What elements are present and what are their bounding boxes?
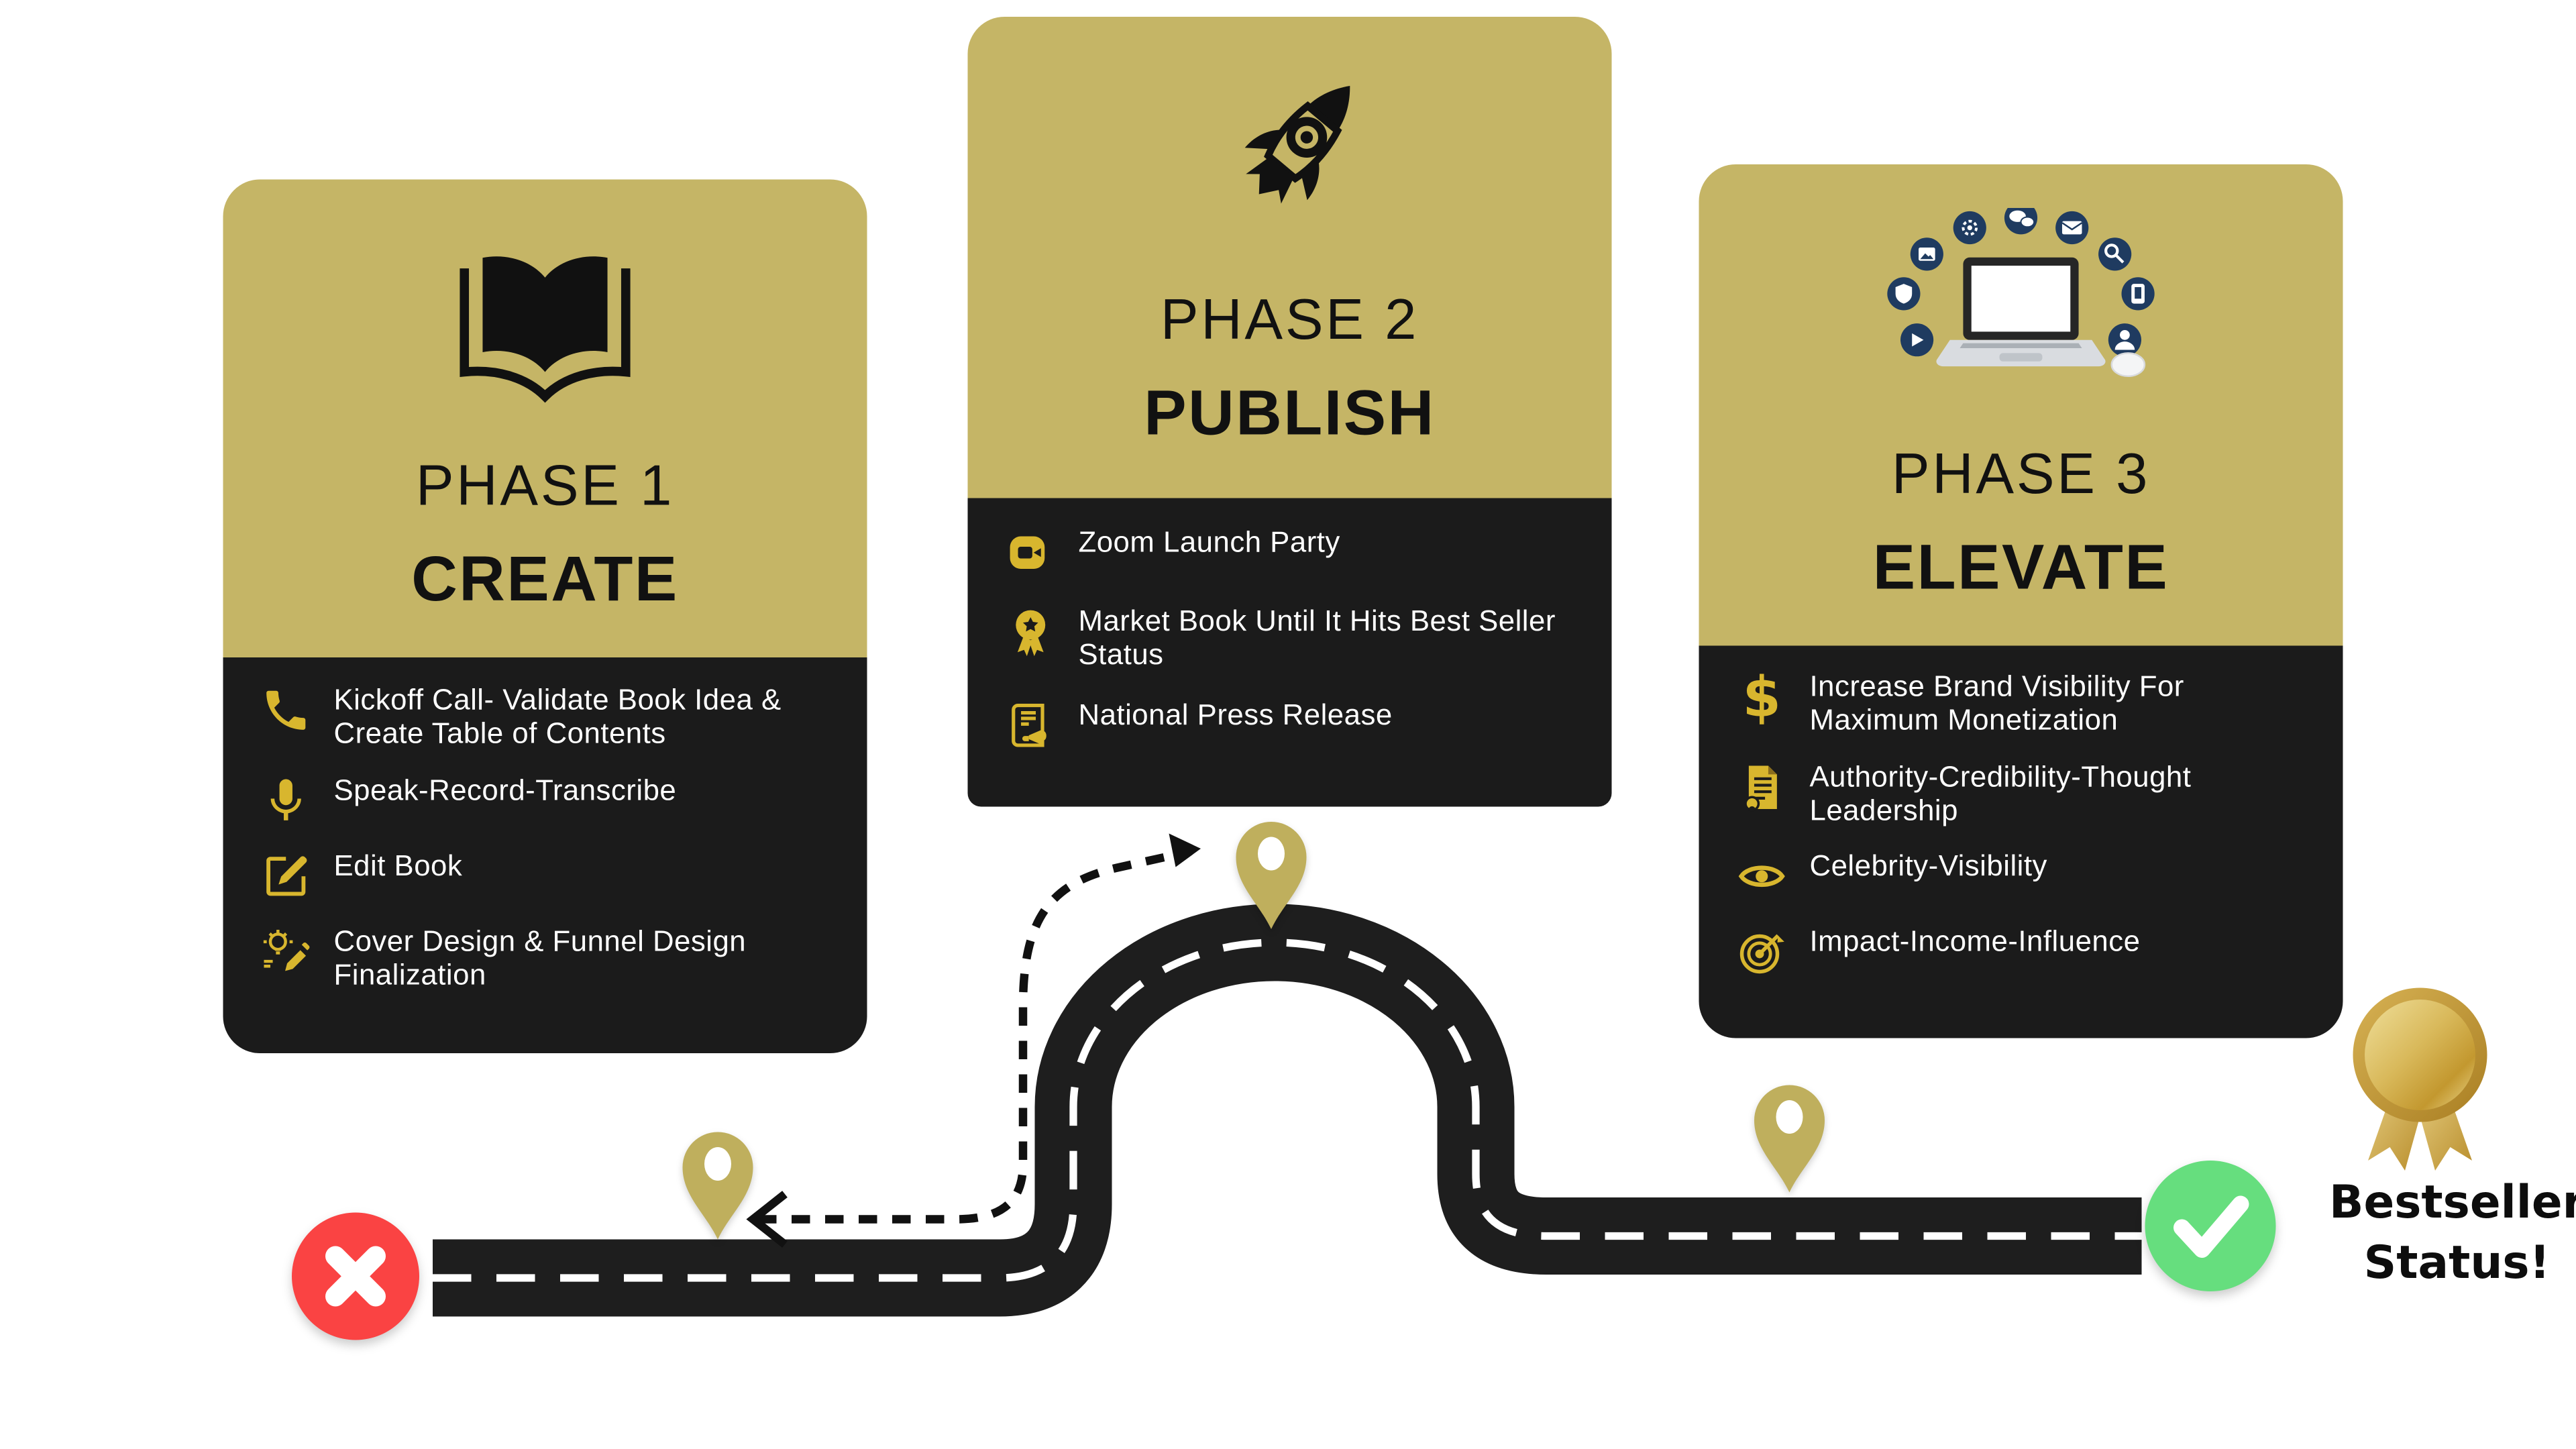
list-item: Speak-Record-Transcribe (260, 772, 837, 826)
phase-card-3: PHASE 3 ELEVATE $ Increase Brand Visibil… (1699, 164, 2343, 1038)
phase-2-items: Zoom Launch Party Market Book Until It H… (967, 498, 1612, 807)
list-item: $ Increase Brand Visibility For Maximum … (1736, 669, 2313, 737)
award-line-2: Status! (2363, 1238, 2551, 1291)
item-text: Increase Brand Visibility For Maximum Mo… (1809, 669, 2184, 737)
eye-icon (1736, 851, 1788, 903)
item-text: Cover Design & Funnel Design Finalizatio… (333, 923, 747, 991)
item-text: Authority-Credibility-Thought Leadership (1809, 759, 2192, 827)
edit-pencil-icon (260, 849, 313, 902)
rocket-icon (1193, 60, 1387, 255)
idea-design-icon (260, 925, 313, 977)
phase-1-keyword: CREATE (411, 545, 679, 616)
phase-2-header: PHASE 2 PUBLISH (967, 17, 1612, 498)
item-text: Edit Book (333, 847, 463, 881)
list-item: Impact-Income-Influence (1736, 924, 2313, 978)
dollar-icon: $ (1742, 663, 1781, 729)
map-pin-icon-phase-3 (1750, 1080, 1830, 1194)
open-book-icon (446, 244, 644, 411)
phase-1-items: Kickoff Call- Validate Book Idea & Creat… (223, 657, 867, 1053)
phase-3-label: PHASE 3 (1891, 443, 2151, 506)
award-text: Bestseller Status! (2306, 1174, 2576, 1296)
laptop-social-icon (1880, 201, 2162, 409)
phase-2-keyword: PUBLISH (1144, 379, 1436, 449)
phase-1-header: PHASE 1 CREATE (223, 179, 867, 657)
phase-1-label: PHASE 1 (415, 454, 675, 519)
phase-card-1: PHASE 1 CREATE Kickoff Call- Validate Bo… (223, 179, 867, 1053)
list-item: Celebrity-Visibility (1736, 849, 2313, 902)
list-item: Kickoff Call- Validate Book Idea & Creat… (260, 683, 837, 751)
list-item: Authority-Credibility-Thought Leadership (1736, 759, 2313, 826)
phase-2-label: PHASE 2 (1160, 288, 1419, 352)
gold-medal-icon (2353, 987, 2487, 1171)
list-item: Cover Design & Funnel Design Finalizatio… (260, 923, 837, 991)
item-text: Zoom Launch Party (1078, 525, 1340, 559)
item-text: Celebrity-Visibility (1809, 849, 2047, 883)
map-pin-icon-phase-2 (1231, 817, 1311, 931)
item-text: Speak-Record-Transcribe (333, 772, 677, 806)
item-text: Kickoff Call- Validate Book Idea & Creat… (333, 682, 782, 751)
phone-icon (260, 684, 313, 737)
award-line-1: Bestseller (2328, 1177, 2576, 1230)
end-check-marker (2145, 1161, 2276, 1291)
check-icon (2174, 1195, 2249, 1258)
start-x-marker (292, 1212, 419, 1340)
article-icon (1736, 761, 1788, 813)
microphone-icon (260, 774, 313, 826)
item-text: Market Book Until It Hits Best Seller St… (1078, 604, 1556, 672)
item-text: Impact-Income-Influence (1809, 924, 2141, 958)
x-icon (325, 1246, 386, 1307)
phase-3-header: PHASE 3 ELEVATE (1699, 164, 2343, 646)
map-pin-icon-phase-1 (678, 1127, 758, 1241)
arrowhead-up-icon (1169, 833, 1201, 867)
phase-3-items: $ Increase Brand Visibility For Maximum … (1699, 645, 2343, 1038)
press-release-icon (1005, 698, 1057, 751)
list-item: National Press Release (1005, 697, 1582, 751)
award-medal-icon (1005, 606, 1057, 658)
list-item: Edit Book (260, 848, 837, 902)
list-item: Market Book Until It Hits Best Seller St… (1005, 604, 1582, 672)
item-text: National Press Release (1078, 696, 1393, 731)
phase-3-keyword: ELEVATE (1872, 533, 2169, 604)
video-camera-icon (1005, 527, 1057, 579)
target-icon (1736, 926, 1788, 978)
list-item: Zoom Launch Party (1005, 525, 1582, 579)
phase-card-2: PHASE 2 PUBLISH Zoom Launch Party Market… (967, 17, 1612, 807)
